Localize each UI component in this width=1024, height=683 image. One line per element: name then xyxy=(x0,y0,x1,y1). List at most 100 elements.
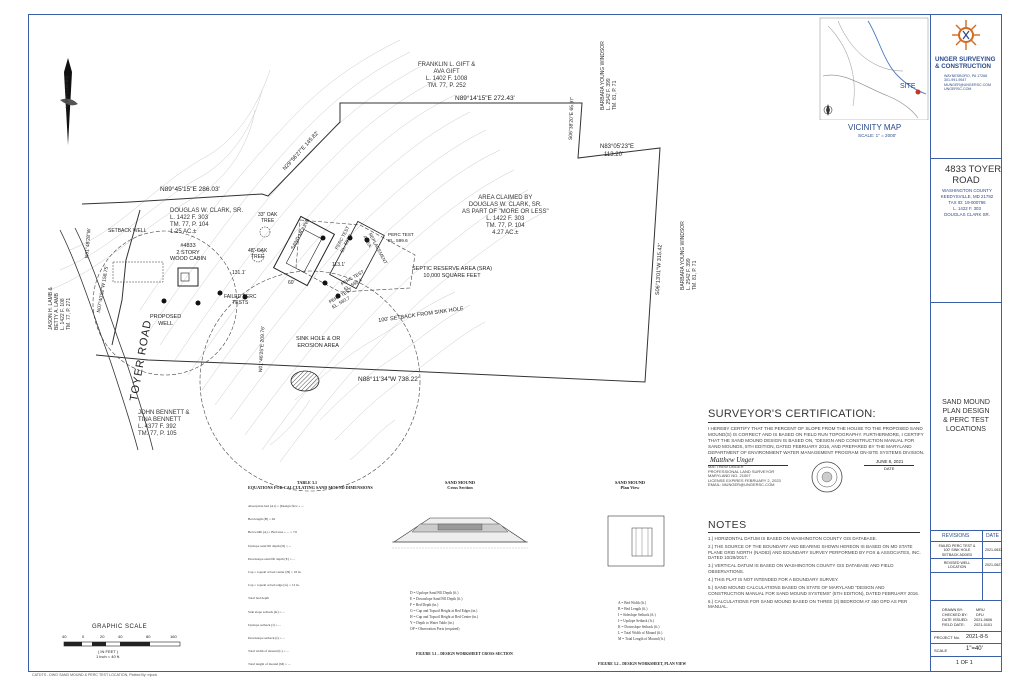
site-plan xyxy=(49,39,661,492)
drawn-value: 2021-0101 xyxy=(974,623,993,627)
revisions-table: REVISIONS DATE FAILED PERC TEST & 100' S… xyxy=(930,530,1002,600)
legend-item: J = Upslope Setback (ft.) xyxy=(618,619,654,623)
parcel-barbara-right: BARBARA YOUNG WINDSOR L. 2542 F. 399 TM.… xyxy=(680,221,698,290)
certification-line: I HEREBY CERTIFY THAT THE PERCENT OF SLO… xyxy=(708,426,923,431)
divider xyxy=(930,302,1002,303)
title-block xyxy=(930,14,1002,672)
table-row: Total bed depth xyxy=(248,596,270,601)
divider xyxy=(930,158,1002,159)
graphic-scale: GRAPHIC SCALE 40 0 20 40 80 160 ( IN FEE… xyxy=(62,624,182,660)
drawn-by-block: DRAWN BY: MRU CHECKED BY: DFU DATE ISSUE… xyxy=(930,600,1002,672)
company-info: WAYNESBORO, PA 17268 301-991-9547 MUNGER… xyxy=(944,74,991,92)
scale-tick: 20 xyxy=(100,634,105,639)
label-line: 10,000 SQUARE FEET xyxy=(423,272,481,279)
plan-view-diagram xyxy=(607,515,665,567)
parcel-line: L. 4377 F. 392 xyxy=(138,424,177,430)
label-line: #4833 xyxy=(180,243,196,249)
bearing-label: N83°05'23"E xyxy=(600,144,635,150)
drawn-value: DFU xyxy=(976,613,984,617)
parcel-douglas: DOUGLAS W. CLARK, SR. L. 1422 F. 303 TM.… xyxy=(170,208,243,236)
label-line: TREE xyxy=(250,254,265,260)
parcel-line: JOHN BENNETT & xyxy=(138,410,190,416)
drawn-key: FIELD DATE: xyxy=(942,623,965,627)
label-line: REVISED WELL xyxy=(943,561,971,565)
label-line: TABLE 3.1 xyxy=(296,480,318,485)
project-number: 2021-8-5 xyxy=(966,634,989,640)
sink-hole-setback-circle xyxy=(199,270,421,492)
label-line: ( IN FEET ) xyxy=(97,649,119,654)
certification-line: DEPARTMENT OF ENVIRONMENT WATER MANAGEME… xyxy=(708,450,925,455)
table-row: Total width of mound (L) = ... xyxy=(248,649,289,654)
proposed-well-label: PROPOSED WELL xyxy=(150,314,181,327)
label-line: WOOD CABIN xyxy=(170,256,207,262)
oak-tree-label: 48" OAK TREE xyxy=(248,248,267,260)
vicinity-site-label: SITE xyxy=(900,83,916,90)
north-arrow-icon xyxy=(60,58,78,145)
revisions-date-header: DATE xyxy=(986,533,999,539)
parcel-line: L. 1422 F. 303 xyxy=(486,216,525,222)
sink-hole xyxy=(290,370,320,392)
certification-line: SAND MOUNDS, 5TH EDITION, DATED FEBRUARY… xyxy=(708,444,912,449)
certification-line: THAT THE SAND MOUND DESIGN IS BASED ON, … xyxy=(708,438,915,443)
label-line: DOUGLAS CLARK SR. xyxy=(944,212,990,217)
figure-caption: FIGURE 3.1 – DESIGN WORKSHEET CROSS-SECT… xyxy=(416,652,513,656)
setback-well-label: SETBACK WELL xyxy=(108,228,147,234)
parcel-line: TM. 77, P. 252 xyxy=(427,83,466,89)
file-footer: CATDTS - DWG SAND MOUND & PERC TEST LOCA… xyxy=(32,673,158,677)
legend-item: G = Cap and Topsoil Height at Bed Edges … xyxy=(410,609,478,613)
table-row: Upslope sand fill depth (D) = ... xyxy=(248,543,292,548)
table-row: Side slope setback (K) = ... xyxy=(248,609,285,614)
legend-item: A = Bed Width (ft.) xyxy=(618,601,647,605)
figure-title: SAND MOUND Cross Section xyxy=(386,480,534,491)
parcel-line: AVA GIFT xyxy=(433,69,460,75)
table-row: Bed length (B) = 62 xyxy=(248,517,276,522)
revisions-header: REVISIONS xyxy=(942,533,970,539)
sheet-title: SAND MOUND PLAN DESIGN & PERC TEST LOCAT… xyxy=(936,398,996,434)
label-line: 301-991-9547 xyxy=(944,78,967,83)
bearing-label: N88°11'34"W 738.22' xyxy=(358,376,420,383)
label-line: KEEDYSVILLE, MD 21782 xyxy=(940,194,994,199)
parcel-line: DOUGLAS W. CLARK, SR. xyxy=(170,208,244,214)
label-line: PERC TEST xyxy=(388,232,414,237)
drawn-value: 2021-0606 xyxy=(974,618,993,622)
sink-hole-label: SINK HOLE & OR EROSION AREA xyxy=(296,336,340,349)
legend-item: Y = Depth to Water Table (in.) xyxy=(410,621,454,625)
parcel-line: AS PART OF "MORE OR LESS" xyxy=(462,209,549,215)
drawn-key: DATE ISSUED: xyxy=(942,618,969,622)
bearing-label: N89°14'15"E 272.43' xyxy=(455,95,515,102)
label-line: MUNGER@UNGERSC.COM xyxy=(944,82,991,87)
label-line: TREE xyxy=(260,218,275,224)
label-line: SETBACK ADDED xyxy=(941,552,973,557)
graphic-scale-title: GRAPHIC SCALE xyxy=(92,624,148,630)
parcel-line: TM. 77, P. 104 xyxy=(170,222,209,228)
cabin-label: #4833 2 STORY WOOD CABIN xyxy=(170,243,206,263)
label-line: EMAIL: MUNGER@UNGERSC.COM xyxy=(708,482,775,488)
revision-row: REVISED WELL LOCATION xyxy=(934,561,980,570)
cabin-footprint xyxy=(177,267,199,287)
label-line: TESTS xyxy=(232,300,249,306)
oak-tree-label: 33" OAK TREE xyxy=(258,212,277,224)
table-row: Downslope setback (I) = ... xyxy=(248,636,285,641)
parcel-line: AREA CLAIMED BY xyxy=(478,195,533,201)
label-line: WAYNESBORO, PA 17268 xyxy=(944,74,988,78)
note-item: 2.) THE SOURCE OF THE BOUNDARY AND BEARI… xyxy=(708,544,921,561)
sand-mound-equation-table: TABLE 3.1 EQUATIONS FOR CALCULATING SAND… xyxy=(248,480,373,670)
figure-title: SAND MOUND Plan View xyxy=(590,480,670,491)
label-line: MATTHEW UNGER xyxy=(708,464,744,469)
drawn-key: DRAWN BY: xyxy=(942,608,964,612)
project-title: 4833 TOYER ROAD xyxy=(945,164,1001,186)
label-line: UNGERSC.COM xyxy=(944,87,972,92)
legend-item: OP = Observation Ports (required) xyxy=(410,627,460,631)
property-boundary xyxy=(81,102,661,383)
label-line: SAND MOUND xyxy=(942,399,990,406)
note-item: 6.) CALCULATIONS FOR SAND MOUND BASED ON… xyxy=(708,598,908,610)
scale-tick: 0 xyxy=(82,634,85,639)
certification-line: MOUND(S) IS CORRECT AND IS BASED ON FIEL… xyxy=(708,432,924,437)
perc-test-label: PERC TEST EL. 599.6 xyxy=(388,232,414,243)
legend-item: B = Bed Length (ft.) xyxy=(618,607,648,611)
sand-mound-footprint xyxy=(272,215,336,287)
parcel-barbara-top: BARBARA YOUNG WINDSOR L. 2542 F. 399 TM.… xyxy=(600,41,618,110)
table-row: Cap = topsoil at bed center (H) = 18 in. xyxy=(248,570,302,575)
vicinity-map-scale: SCALE: 1" = 2000' xyxy=(858,133,897,138)
parcel-line: 1.25 AC.± xyxy=(170,229,197,235)
